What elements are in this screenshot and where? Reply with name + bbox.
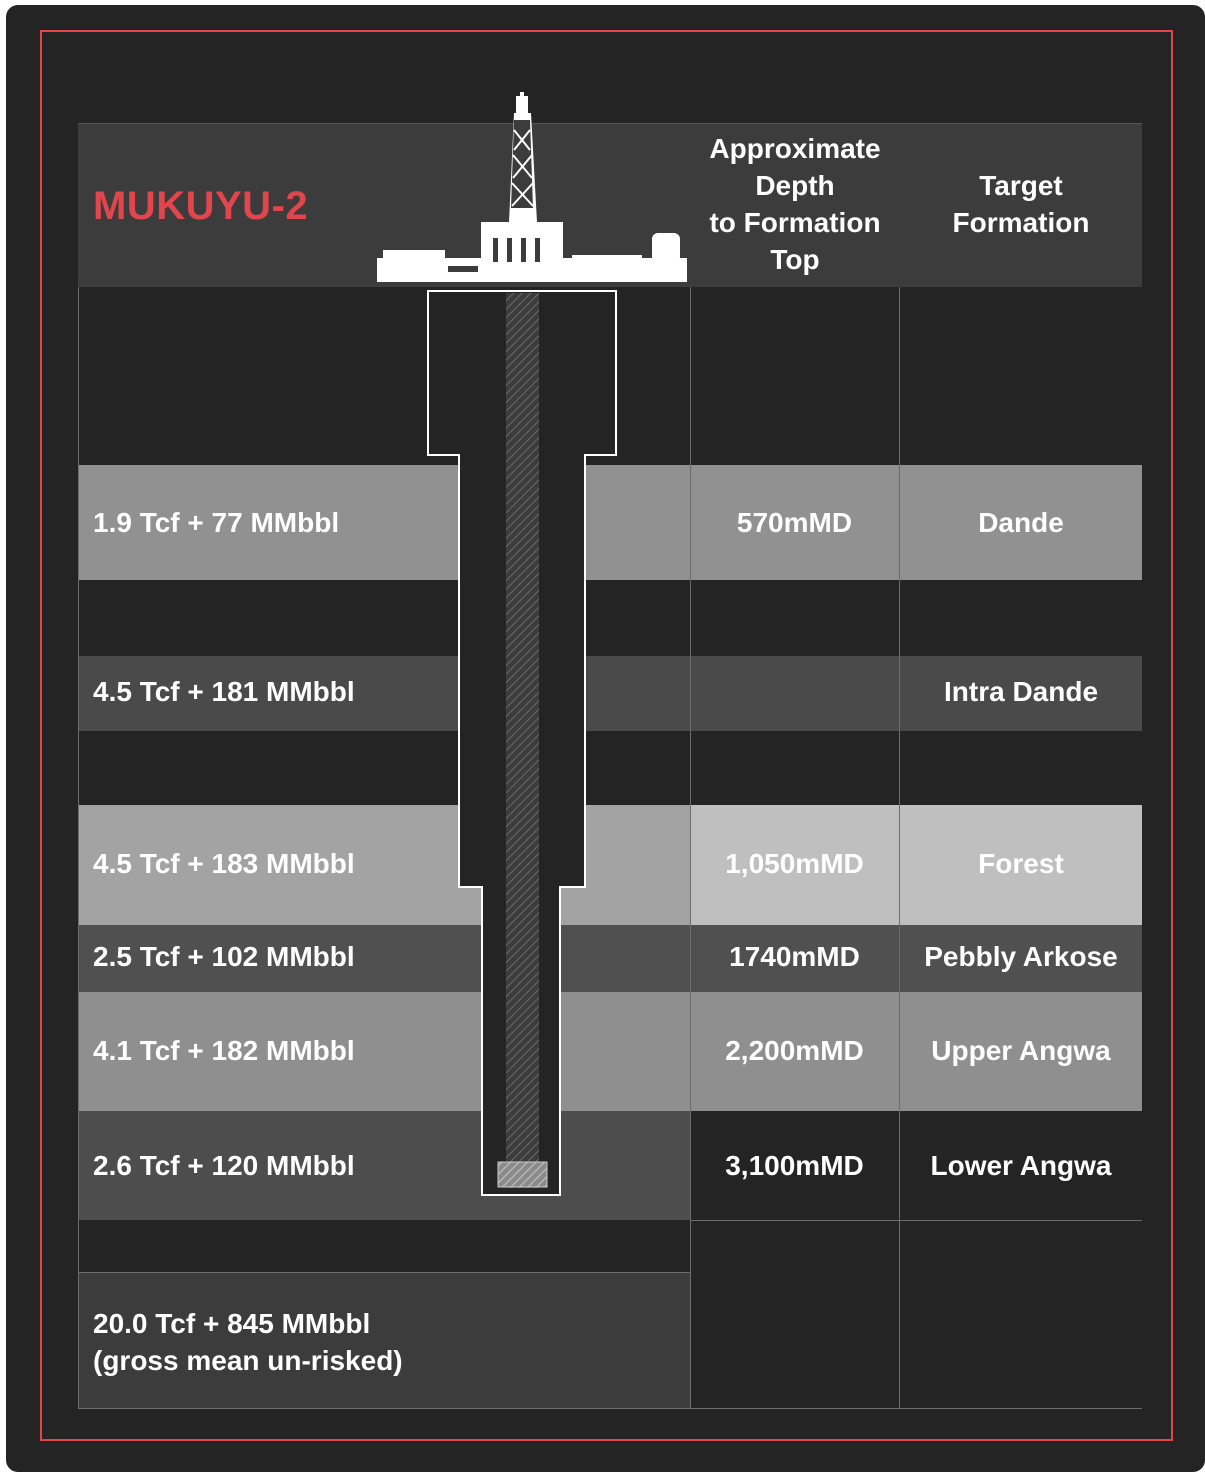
formation-dande: Dande bbox=[978, 507, 1064, 538]
depth-header-line-3: to Formation bbox=[709, 207, 881, 238]
volume-forest: 4.5 Tcf + 183 MMbbl bbox=[93, 848, 355, 879]
volume-pebbly-arkose: 2.5 Tcf + 102 MMbbl bbox=[93, 941, 355, 972]
band-upper-angwa bbox=[78, 992, 1142, 1111]
total-divider bbox=[78, 1272, 690, 1273]
depth-header-line-4: Top bbox=[770, 244, 820, 275]
formation-upper-angwa: Upper Angwa bbox=[931, 1035, 1111, 1066]
total-box bbox=[78, 1272, 690, 1408]
left-border bbox=[78, 287, 79, 1408]
band-pebbly-arkose bbox=[78, 925, 1142, 992]
drill-pipe bbox=[506, 293, 539, 1188]
formation-column-header: Target Formation bbox=[900, 167, 1142, 241]
depth-forest: 1,050mMD bbox=[725, 848, 864, 879]
row-divider-lower bbox=[690, 1220, 1142, 1221]
depth-header-line-1: Approximate bbox=[709, 133, 881, 164]
formation-header-line-1: Target bbox=[979, 170, 1063, 201]
formation-lower-angwa: Lower Angwa bbox=[930, 1150, 1112, 1181]
bottom-border bbox=[78, 1408, 1142, 1409]
band-lower-angwa bbox=[78, 1111, 690, 1220]
depth-pebbly-arkose: 1740mMD bbox=[729, 941, 860, 972]
formation-forest: Forest bbox=[978, 848, 1064, 879]
well-title: MUKUYU-2 bbox=[93, 184, 309, 228]
depth-lower-angwa: 3,100mMD bbox=[725, 1150, 864, 1181]
depth-column-header: Approximate Depth to Formation Top bbox=[692, 130, 898, 278]
volume-intra-dande: 4.5 Tcf + 181 MMbbl bbox=[93, 676, 355, 707]
red-frame bbox=[40, 30, 1173, 1441]
depth-dande: 570mMD bbox=[736, 507, 853, 538]
total-volume: 20.0 Tcf + 845 MMbbl (gross mean un-risk… bbox=[93, 1305, 403, 1379]
volume-lower-angwa: 2.6 Tcf + 120 MMbbl bbox=[93, 1150, 355, 1181]
band-dande bbox=[78, 465, 1142, 580]
volume-dande: 1.9 Tcf + 77 MMbbl bbox=[93, 507, 340, 538]
formation-intra-dande: Intra Dande bbox=[943, 676, 1099, 707]
drill-bit-icon bbox=[497, 1161, 548, 1188]
total-volume-line-1: 20.0 Tcf + 845 MMbbl bbox=[93, 1308, 371, 1339]
total-volume-line-2: (gross mean un-risked) bbox=[93, 1345, 403, 1376]
depth-upper-angwa: 2,200mMD bbox=[725, 1035, 864, 1066]
formation-header-line-2: Formation bbox=[952, 207, 1090, 238]
depth-header-line-2: Depth bbox=[755, 170, 835, 201]
column-divider-1 bbox=[690, 287, 691, 1408]
drilling-rig-icon bbox=[377, 92, 687, 282]
formation-pebbly-arkose: Pebbly Arkose bbox=[924, 941, 1118, 972]
band-intra-dande bbox=[78, 656, 1142, 731]
column-divider-2 bbox=[899, 287, 900, 1408]
volume-upper-angwa: 4.1 Tcf + 182 MMbbl bbox=[93, 1035, 355, 1066]
band-forest-highlight bbox=[690, 805, 1142, 925]
